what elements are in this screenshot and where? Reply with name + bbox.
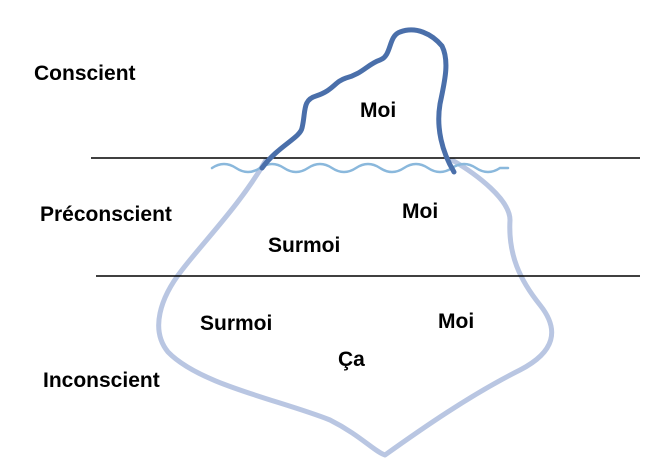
label-ca: Ça <box>338 348 365 371</box>
zone-label-preconscient: Préconscient <box>40 203 172 226</box>
label-moi-conscient: Moi <box>360 99 397 122</box>
iceberg-submerged-outline <box>156 157 555 458</box>
iceberg-tip-outline <box>259 27 457 175</box>
label-moi-preconscient: Moi <box>402 200 439 223</box>
label-surmoi-inconscient: Surmoi <box>200 312 273 335</box>
label-surmoi-preconscient: Surmoi <box>268 234 341 257</box>
zone-label-conscient: Conscient <box>34 62 136 85</box>
label-moi-inconscient: Moi <box>438 310 475 333</box>
zone-label-inconscient: Inconscient <box>43 369 160 392</box>
